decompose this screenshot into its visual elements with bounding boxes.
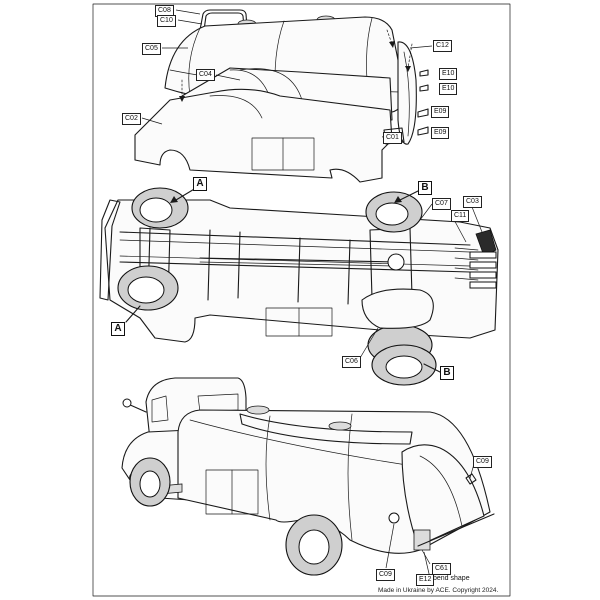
part-label-c05: C05 — [142, 43, 161, 55]
bend-shape-note: bend shape — [433, 575, 470, 582]
part-label-c07: C07 — [432, 198, 451, 210]
page-frame — [92, 3, 511, 597]
part-label-e10-top: E10 — [439, 68, 458, 80]
part-label-c61: C61 — [432, 563, 451, 575]
part-label-c12: C12 — [433, 40, 452, 52]
part-label-c04: C04 — [196, 69, 215, 81]
part-label-c09-right: C09 — [473, 456, 492, 468]
part-label-c09-bottom: C09 — [376, 569, 395, 581]
part-label-c11: C11 — [451, 210, 470, 222]
chassis-underside — [99, 187, 499, 386]
part-label-e09-bottom: E09 — [431, 127, 450, 139]
part-label-c10: C10 — [157, 15, 176, 27]
view-marker-b-top: B — [418, 181, 432, 195]
tank-body-exploded — [134, 9, 429, 183]
part-label-c03: C03 — [463, 196, 482, 208]
view-marker-b-bottom: B — [440, 366, 454, 380]
view-marker-a-top: A — [193, 177, 207, 191]
part-label-e10-bottom: E10 — [439, 83, 458, 95]
part-label-e12: E12 — [416, 574, 435, 586]
view-marker-a-bottom: A — [111, 322, 125, 336]
part-label-c02: C02 — [122, 113, 141, 125]
part-label-c01: C01 — [383, 132, 402, 144]
copyright-text: Made in Ukraine by ACE. Copyright 2024. — [378, 587, 499, 594]
part-label-c06: C06 — [342, 356, 361, 368]
part-label-e09-top: E09 — [431, 106, 450, 118]
leader-lines — [141, 9, 483, 579]
assembled-truck — [121, 377, 495, 576]
